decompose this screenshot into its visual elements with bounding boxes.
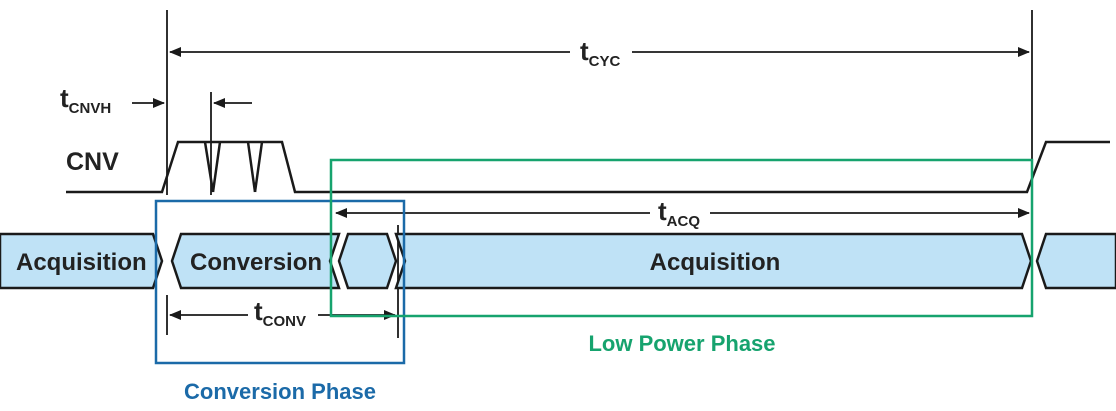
state-acquisition-left [0, 232, 164, 290]
state-conversion-label: Conversion [190, 249, 322, 276]
state-next [1035, 232, 1116, 290]
t-cyc-dimension: tCYC [169, 36, 1030, 70]
t-acq-label: tACQ [658, 196, 700, 230]
t-cyc-label: tCYC [580, 36, 621, 70]
state-transition [337, 232, 398, 290]
t-cnvh-label: tCNVH [60, 83, 111, 117]
state-conversion [170, 232, 341, 290]
t-acq-dimension: tACQ [335, 196, 1030, 230]
t-conv-dimension: tCONV [169, 296, 396, 330]
cnv-waveform [66, 140, 1110, 194]
cnv-signal-label: CNV [66, 148, 119, 176]
t-conv-label: tCONV [254, 296, 306, 330]
state-bus: Acquisition Conversion Acquisition [0, 232, 1116, 290]
state-acquisition-main-label: Acquisition [650, 249, 781, 276]
low-power-phase-box [329, 158, 1034, 318]
t-cnvh-dimension: tCNVH [60, 83, 252, 117]
conversion-phase-box [154, 199, 406, 365]
low-power-phase-label: Low Power Phase [588, 331, 775, 356]
state-acquisition-left-label: Acquisition [16, 249, 147, 276]
conversion-phase-label: Conversion Phase [184, 379, 376, 404]
